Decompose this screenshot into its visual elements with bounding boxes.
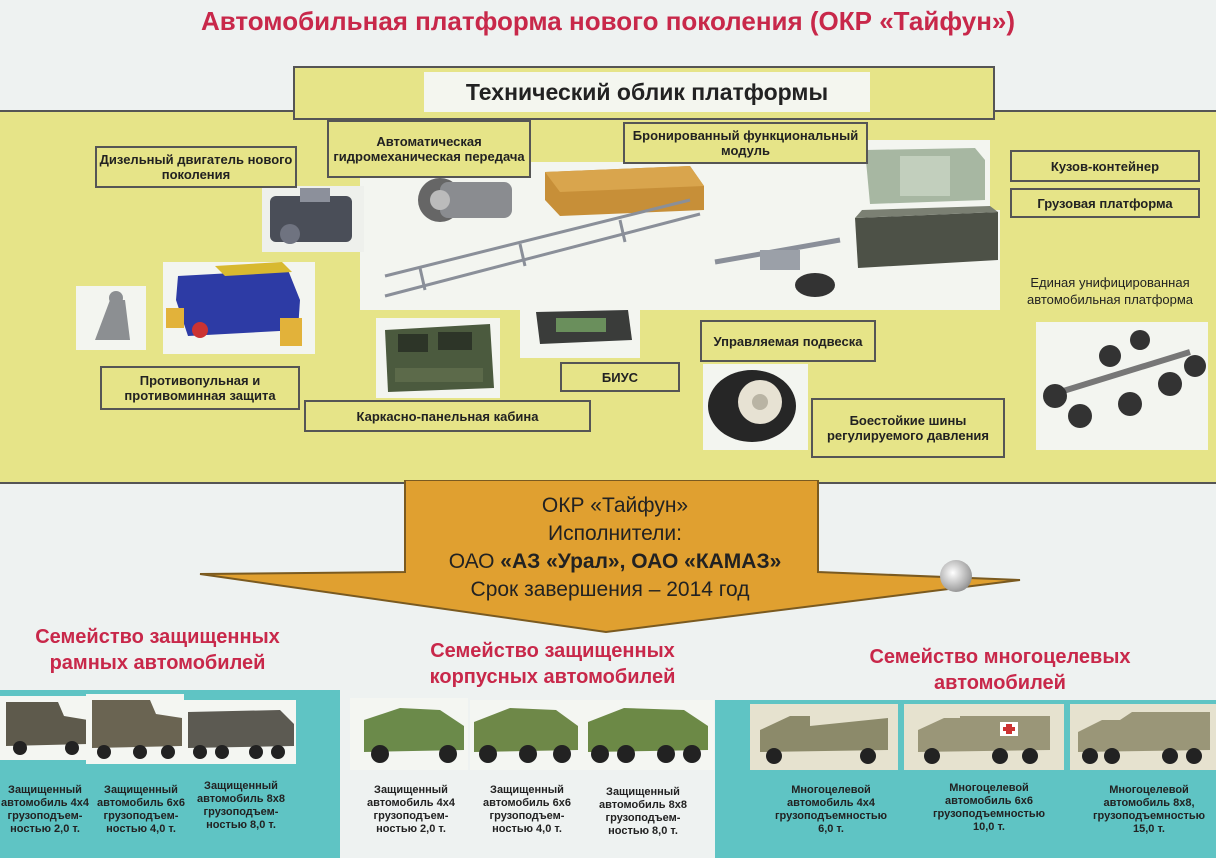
container-body-illustration [865, 148, 985, 204]
vehicle-image-3 [184, 700, 296, 764]
vehicle-image-5 [470, 700, 582, 770]
tire-illustration [703, 364, 808, 450]
chassis-illustration [384, 198, 701, 298]
suspension-illustration [714, 237, 841, 297]
arrow-line-1: ОКР «Тайфун» [541, 494, 689, 517]
vehicle-caption-4: Защищенный автомобиль 4х4 грузоподъем-но… [367, 784, 455, 835]
vehicle-caption-1: Защищенный автомобиль 4х4 грузоподъем-но… [1, 784, 89, 835]
label-container-body: Кузов-контейнер [1010, 150, 1200, 182]
vehicle-caption-8: Многоцелевой автомобиль 6х6 грузоподъемн… [932, 782, 1046, 833]
label-suspension: Управляемая подвеска [700, 320, 876, 362]
vehicle-image-4 [350, 698, 468, 770]
arrow-line-2: Исполнители: [548, 522, 682, 545]
vehicle-images [0, 694, 1216, 770]
vehicle-caption-6: Защищенный автомобиль 8х8 грузоподъем-но… [599, 786, 687, 837]
vehicle-image-8 [904, 704, 1064, 770]
label-tires: Боестойкие шины регулируемого давления [811, 398, 1005, 458]
protection-illustration [163, 262, 315, 354]
unified-platform-illustration [1036, 322, 1208, 450]
vehicle-image-1 [0, 696, 88, 760]
armored-module-illustration [545, 166, 704, 216]
label-transmission: Автоматическая гидромеханическая передач… [327, 120, 531, 178]
vehicle-caption-2: Защищенный автомобиль 6х6 грузоподъем-но… [97, 784, 185, 835]
vehicle-image-9 [1070, 704, 1216, 770]
engine-illustration [262, 186, 364, 252]
vehicle-caption-7: Многоцелевой автомобиль 4х4 грузоподъемн… [774, 784, 888, 835]
cabin-illustration [376, 318, 500, 398]
transmission-illustration [418, 178, 512, 222]
vehicle-image-2 [86, 694, 184, 764]
project-arrow [199, 480, 1021, 634]
arrow-line-4: Срок завершения – 2014 год [470, 578, 750, 601]
tech-title: Технический облик платформы [424, 72, 870, 112]
page-title: Автомобильная платформа нового поколения… [200, 6, 1016, 36]
arrow-line-3-prefix: ОАО [448, 550, 501, 573]
family-frame-heading: Семейство защищенных рамных автомобилей [35, 626, 280, 674]
vehicle-image-7 [750, 704, 898, 770]
arrow-line-3: ОАО «АЗ «Урал», ОАО «КАМАЗ» [380, 548, 850, 576]
vehicle-caption-5: Защищенный автомобиль 6х6 грузоподъем-но… [483, 784, 571, 835]
cargo-platform-illustration [855, 206, 998, 268]
arrow-line-3-bold: «АЗ «Урал», ОАО «КАМАЗ» [500, 550, 782, 573]
vehicle-image-6 [582, 700, 714, 770]
label-cabin: Каркасно-панельная кабина [304, 400, 591, 432]
label-protection: Противопульная и противоминная защита [100, 366, 300, 410]
label-unified-platform: Единая унифицированная автомобильная пла… [1026, 275, 1194, 307]
mounting-bolt [940, 560, 972, 592]
label-armored-module: Бронированный функциональный модуль [623, 122, 868, 164]
label-cargo-platform: Грузовая платформа [1010, 188, 1200, 218]
vehicle-caption-3: Защищенный автомобиль 8х8 грузоподъем-но… [197, 780, 285, 831]
vehicle-caption-9: Многоцелевой автомобиль 8х8, грузоподъем… [1092, 784, 1206, 835]
label-engine: Дизельный двигатель нового поколения [95, 146, 297, 188]
bius-illustration [520, 300, 640, 358]
family-hull-heading: Семейство защищенных корпусных автомобил… [429, 640, 676, 688]
family-multi-heading: Семейство многоцелевых автомобилей [869, 646, 1131, 694]
seat-illustration [76, 286, 146, 350]
label-bius: БИУС [560, 362, 680, 392]
